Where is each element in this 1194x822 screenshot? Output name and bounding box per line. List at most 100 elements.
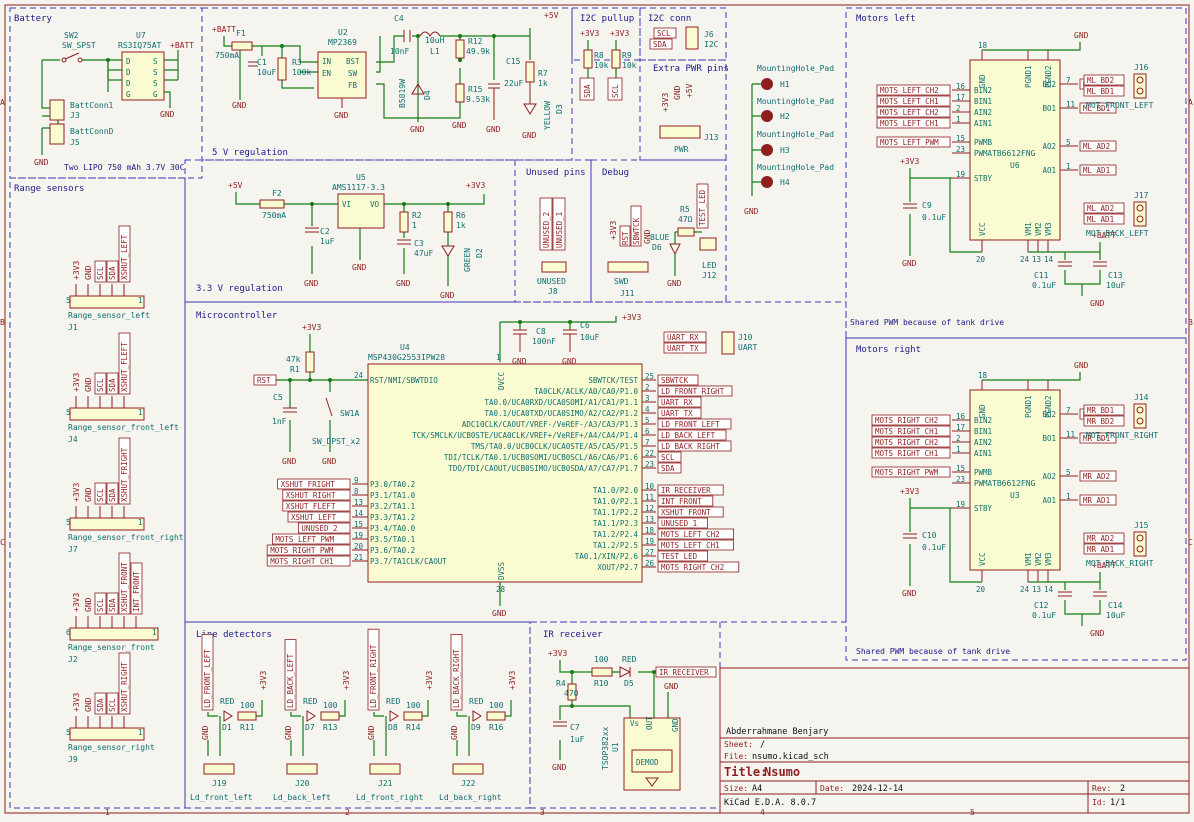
sw1-ref: SW1A (340, 409, 359, 418)
tb6612-net-label-frame (876, 106, 951, 118)
tb6612-net-label: ML_AD2 (1083, 142, 1110, 151)
j8-ref: J8 (548, 287, 558, 296)
section-title-debug: Debug (602, 168, 629, 178)
mcu-net-label-frame (266, 555, 351, 567)
pin-icon (1136, 76, 1144, 84)
tb6612-net-label: MOTS_RIGHT_PWM (875, 468, 939, 477)
motor-net-label-frame (1083, 85, 1125, 97)
tb6612-pin-name: PGND2 (1044, 395, 1053, 418)
regulator-3v3-circuit: +5V F2 750mA U5 AMS1117-3.3 VI VO C2 1uF… (228, 173, 485, 300)
mcu-net-label: LD_BACK_RIGHT (661, 442, 720, 451)
tb6612-pin-num: 19 (956, 500, 965, 509)
range-pin-frame (94, 260, 107, 283)
section-box-line (184, 621, 531, 809)
power-batt: +BATT (170, 41, 194, 50)
tb6612-pin-num: 7 (1066, 76, 1071, 85)
j5-ref: J5 (70, 138, 80, 147)
mcu-pin-num: 25 (645, 372, 654, 381)
label-scl: SCL (657, 29, 671, 38)
u5-body (337, 193, 385, 229)
r9-body (611, 49, 621, 69)
mcu-net-label-frame (657, 407, 702, 419)
row-marker: C (0, 538, 5, 547)
j3-body (49, 99, 65, 121)
label-unused-1: UNUSED_1 (555, 212, 564, 248)
r7-body (525, 61, 535, 83)
range-pin-label: XSHUT_RIGHT (120, 662, 129, 712)
j3-value: BattConn1 (70, 101, 114, 110)
mcu-net-label: MOTS_RIGHT_PWM (270, 546, 334, 555)
mcu-pin-name: P3.6/TA0.2 (370, 546, 415, 555)
j11-value: SWD (614, 277, 629, 286)
mcu-net-label: SBWTCK (661, 376, 689, 385)
file-label: File: (724, 752, 748, 761)
resistor-body (237, 711, 257, 721)
mcu-net-label: XSHUT_FRIGHT (281, 480, 336, 489)
wire (909, 168, 952, 256)
mcu-pin-name: TA0CLK/ACLK/A0/CA0/P1.0 (534, 387, 638, 396)
range-pin-label: SDA (108, 378, 117, 392)
resistor-ref: R14 (406, 723, 421, 732)
range-sensor-value: Range_sensor_right (68, 743, 155, 752)
d2-ref: D2 (475, 248, 484, 258)
label-sbwtck: SBWTCK (632, 217, 641, 245)
resistor-body (486, 711, 506, 721)
u2-pin-name: IN (322, 57, 331, 66)
u5-value: AMS1117-3.3 (332, 183, 385, 192)
range-pin-label: +3V3 (72, 693, 81, 712)
gnd-symbol: GND (367, 725, 376, 740)
mcu-pin-num: 26 (645, 559, 655, 568)
mcu-net-label: XSHUT_FLEFT (286, 502, 336, 511)
motor-connector-ref: J17 (1134, 191, 1149, 200)
tb6612-net-label: ML_BD1 (1083, 104, 1110, 113)
tb6612-pin-name: VM2 (1034, 222, 1043, 236)
tb6612-net-label-frame (876, 136, 951, 148)
mcu-pin-name: P3.5/TA0.1 (370, 535, 415, 544)
label-uart-tx: UART_TX (667, 344, 699, 353)
gnd-symbol: GND (673, 85, 682, 100)
j10-body (721, 331, 735, 355)
shared-pwm-note-left: Shared PWM because of tank drive (850, 318, 1004, 327)
power-batt: +BATT (1092, 231, 1116, 240)
tb6612-pin-name: VCC (978, 222, 987, 236)
tb6612-pin-num: 18 (978, 41, 988, 50)
line-connector-value: Ld_back_right (439, 793, 502, 802)
resistor-body (403, 711, 423, 721)
mcu-pin-name: ADC10CLK/CAOUT/VREF-/VeREF-/A3/CA3/P1.3 (462, 420, 638, 429)
tb6612-net-label-frame (876, 84, 951, 96)
mcu-pin-num: 21 (354, 553, 363, 562)
tb6612-pin-name: PWMA (974, 479, 993, 488)
u7-pin-name: D (126, 68, 131, 77)
title-value: Nsumo (764, 765, 800, 779)
r8-body (583, 49, 593, 69)
range-pin-frame (106, 592, 119, 615)
tb6612-net-label: MOTS_RIGHT_CH1 (875, 449, 938, 458)
tb6612-pin-num: 14 (1044, 585, 1054, 594)
motor-net-label: ML_AD2 (1087, 204, 1114, 213)
r7-value: 1k (538, 79, 548, 88)
c15-ref: C15 (506, 57, 521, 66)
section-titles: Battery 5 V regulation I2C pullup I2C co… (14, 14, 1010, 656)
cap-ref: C14 (1108, 601, 1123, 610)
j12-body (699, 237, 717, 251)
mcu-pin-num: 10 (645, 482, 655, 491)
tb6612-pin-name: VM2 (1034, 552, 1043, 566)
tb6612-pin-num: 19 (956, 170, 965, 179)
tb6612-net-label-frame (876, 95, 951, 107)
led-ref: D8 (388, 723, 398, 732)
range-sensor-value: Range_sensor_front (68, 643, 155, 652)
resistor-value: 100 (489, 701, 504, 710)
debug-circuit: +3V3 RST SBWTCK GND SWD J11 R5 47Ω BLUE … (607, 183, 717, 298)
pin-icon (1136, 87, 1144, 95)
tb6612-net-label-frame (1079, 164, 1117, 176)
power-5v: +5V (544, 11, 559, 20)
label-test-led: TEST_LED (698, 189, 707, 226)
mcu-pin-name: TA0.1/UCA0TXD/UCA0SIMO/A2/CA2/P1.2 (484, 409, 638, 418)
label-sda: SDA (653, 40, 667, 49)
section-title-range: Range sensors (14, 184, 84, 194)
c5-value: 1nF (272, 417, 287, 426)
mcu-net-label-frame (657, 506, 724, 518)
tb6612-pin-name: VM1 (1024, 552, 1033, 566)
